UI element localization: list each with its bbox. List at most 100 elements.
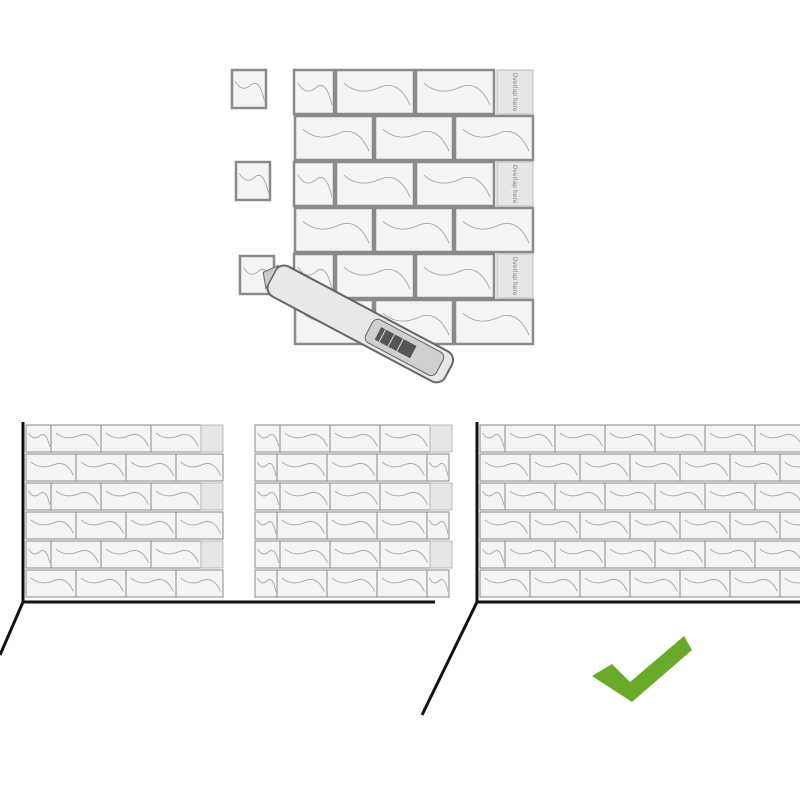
marble-vein (584, 519, 628, 534)
marble-vein (55, 432, 99, 447)
marble-vein (80, 461, 124, 476)
tile (729, 511, 781, 540)
marble-vein (180, 519, 222, 534)
tile (414, 68, 496, 116)
marble-vein (382, 312, 450, 336)
marble-vein (428, 461, 449, 476)
marble-vein (584, 461, 628, 476)
marble-vein (331, 461, 375, 476)
marble-vein (105, 432, 149, 447)
marble-vein (180, 577, 222, 592)
marble-vein (423, 266, 491, 290)
checkmark-icon (592, 636, 692, 702)
marble-vein (534, 461, 578, 476)
overlap-strip (429, 482, 453, 511)
marble-vein (382, 128, 450, 152)
marble-vein (257, 432, 280, 447)
marble-vein (155, 548, 199, 563)
marble-vein (297, 266, 333, 290)
marble-vein (709, 548, 753, 563)
marble-vein (584, 577, 628, 592)
marble-vein (428, 577, 449, 592)
marble-vein (105, 548, 149, 563)
marble-vein (462, 128, 530, 152)
marble-vein (423, 174, 491, 198)
marble-vein (30, 461, 74, 476)
marble-vein (709, 490, 753, 505)
marble-vein (28, 490, 51, 505)
marble-vein (734, 461, 778, 476)
marble-vein (381, 461, 425, 476)
tile (373, 206, 455, 254)
marble-vein (256, 461, 277, 476)
marble-vein (759, 548, 800, 559)
overlap-strip (496, 69, 534, 115)
tile (426, 453, 450, 482)
marble-vein (559, 548, 603, 563)
marble-vein (709, 432, 753, 447)
tile (426, 511, 450, 540)
tile (379, 482, 431, 511)
marble-vein (105, 490, 149, 505)
marble-vein (281, 577, 325, 592)
utility-knife-icon (262, 264, 455, 384)
marble-vein (256, 519, 277, 534)
marble-vein (302, 128, 370, 152)
marble-vein (609, 490, 653, 505)
marble-vein (684, 577, 728, 592)
marble-vein (343, 82, 411, 106)
tile (453, 114, 535, 162)
marble-vein (659, 548, 703, 563)
marble-vein (534, 519, 578, 534)
marble-vein (634, 519, 678, 534)
overlap-strip (429, 424, 453, 453)
marble-vein (281, 519, 325, 534)
marble-vein (302, 220, 370, 244)
tile (529, 569, 581, 598)
marble-vein (509, 432, 553, 447)
marble-vein (28, 432, 51, 447)
marble-vein (381, 519, 425, 534)
marble-vein (334, 490, 378, 505)
overlap-strip (496, 161, 534, 207)
marble-vein (235, 81, 265, 101)
marble-vein (759, 490, 800, 501)
wall-finished (479, 424, 800, 598)
marble-vein (384, 490, 428, 505)
tile (414, 252, 496, 300)
marble-vein (343, 174, 411, 198)
marble-vein (734, 519, 778, 534)
tile (373, 114, 455, 162)
marble-vein (482, 490, 505, 505)
floor-lines (0, 422, 800, 716)
marble-vein (80, 519, 124, 534)
marble-vein (257, 490, 280, 505)
marble-vein (55, 548, 99, 563)
marble-vein (634, 577, 678, 592)
tile (754, 482, 800, 511)
marble-vein (382, 220, 450, 244)
marble-vein (609, 548, 653, 563)
marble-vein (381, 577, 425, 592)
overlap-strip (200, 482, 224, 511)
marble-vein (734, 577, 778, 592)
marble-vein (331, 577, 375, 592)
tile (779, 511, 800, 540)
overlap-strip-label: Overlap here (511, 72, 518, 111)
tile (426, 569, 450, 598)
marble-vein (482, 548, 505, 563)
tile (334, 252, 416, 300)
tile (292, 68, 336, 116)
overlap-strip (200, 540, 224, 569)
marble-vein (130, 461, 174, 476)
marble-vein (257, 548, 280, 563)
marble-vein (239, 173, 269, 193)
tile (293, 206, 375, 254)
tile (754, 424, 800, 453)
marble-vein (659, 490, 703, 505)
marble-vein (559, 490, 603, 505)
overlap-strip (496, 253, 534, 299)
